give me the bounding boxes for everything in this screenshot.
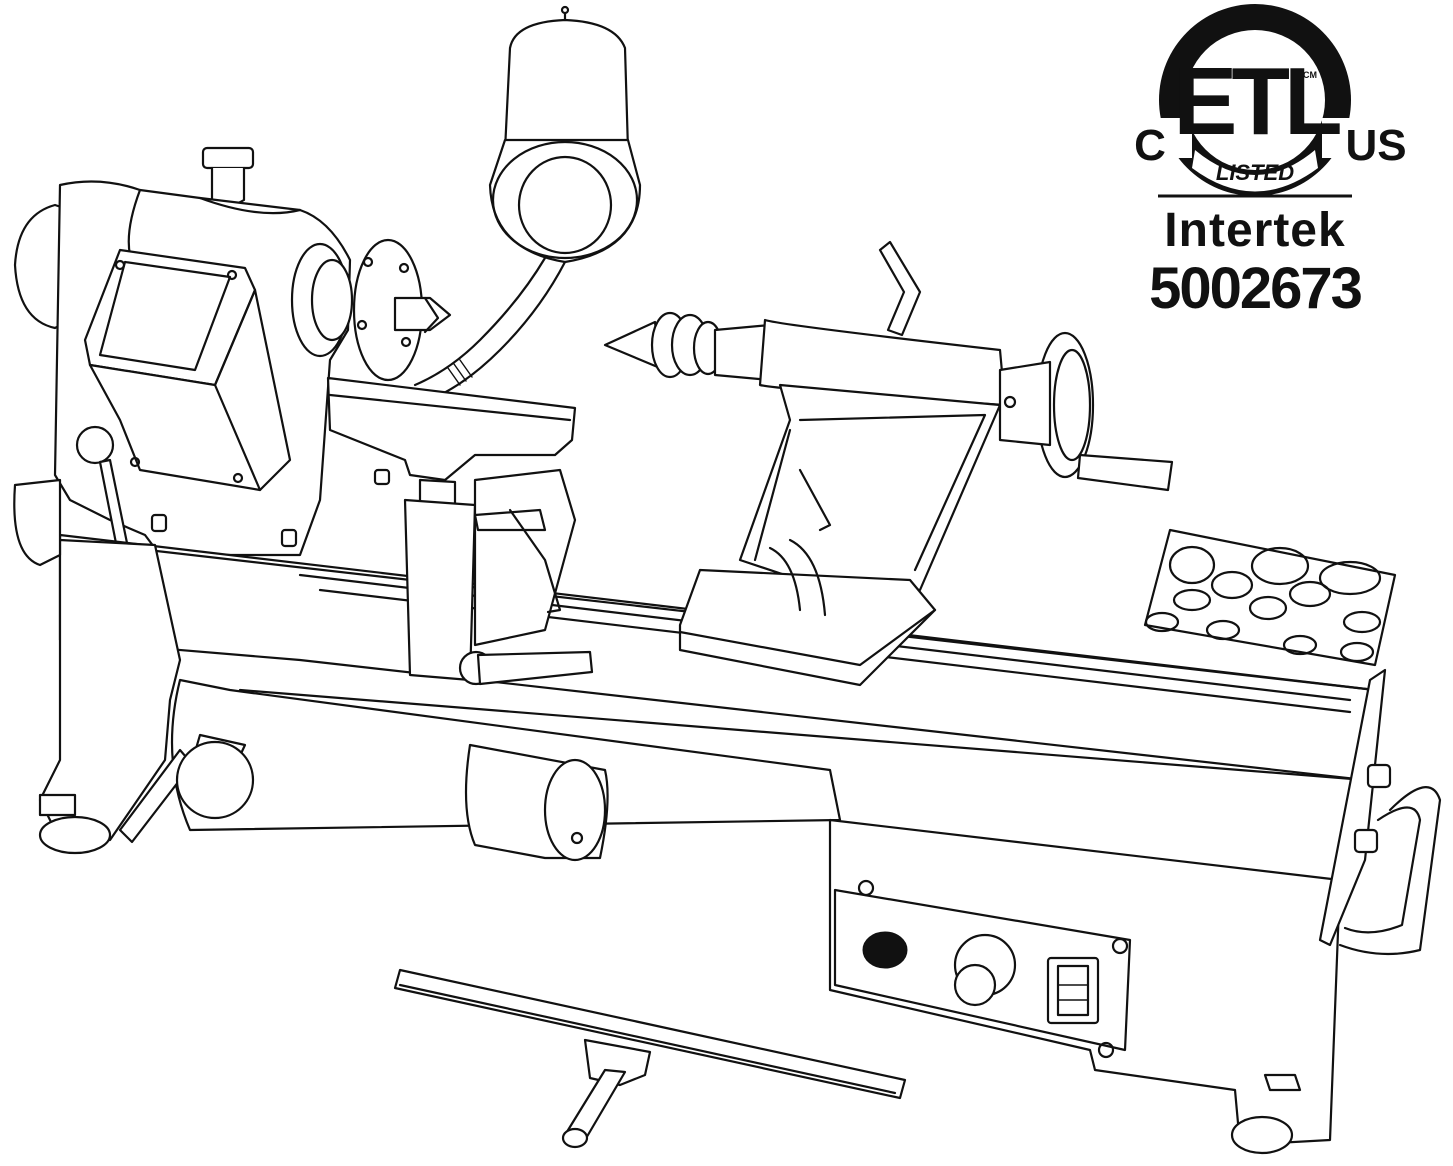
- cert-agency-text: Intertek: [1164, 204, 1345, 257]
- tool-rest-icon: [326, 376, 594, 686]
- etl-listed-logo-icon: [1130, 4, 1384, 196]
- tailstock-icon: [603, 240, 1174, 687]
- spare-tool-rest-icon: [393, 968, 907, 1149]
- cert-listed-text: LISTED: [1216, 160, 1294, 185]
- power-switch-icon: [1046, 956, 1100, 1025]
- cert-us-text: US: [1345, 121, 1406, 170]
- cert-cm-text: CM: [1303, 70, 1317, 80]
- lamp-icon: [413, 5, 642, 397]
- cert-number-text: 5002673: [1149, 256, 1362, 321]
- headstock-icon: [13, 146, 452, 667]
- cert-c-text: C: [1134, 121, 1166, 170]
- stop-button-icon: [862, 931, 908, 969]
- cert-mark-text: ETL: [1173, 48, 1340, 155]
